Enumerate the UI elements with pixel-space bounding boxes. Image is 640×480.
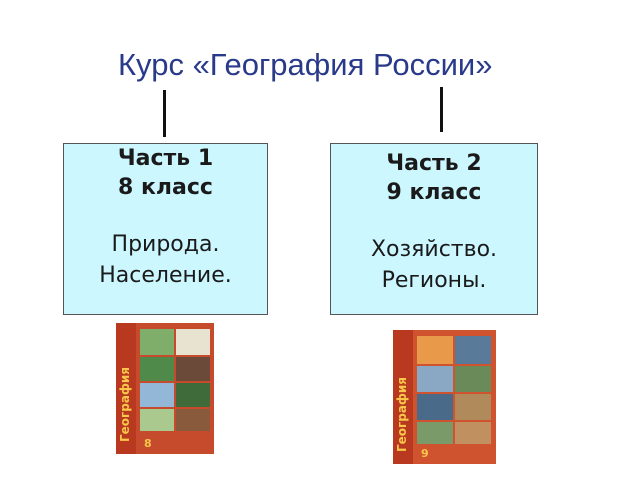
cover-photo	[176, 383, 210, 407]
cover-photo	[140, 329, 174, 355]
book-grade-mark: 9	[421, 447, 429, 460]
connector-right	[440, 87, 443, 132]
book-cover-grade-8: География 8	[116, 323, 214, 454]
cover-photo	[140, 357, 174, 381]
part-1-desc-line2: Население.	[99, 263, 232, 288]
part-1-desc-line1: Природа.	[111, 232, 220, 257]
cover-photo	[455, 336, 491, 364]
part-2-desc-line2: Регионы.	[381, 268, 487, 293]
cover-photo	[140, 409, 174, 431]
part-1-grade: 8 класс	[118, 175, 213, 200]
cover-photo	[417, 422, 453, 444]
book-cover-grade-9: География 9	[393, 330, 496, 464]
book-spine-title: География	[118, 366, 132, 442]
cover-photo	[176, 357, 210, 381]
book-spine-title: География	[395, 376, 409, 452]
book-spine	[116, 323, 136, 454]
cover-photo	[417, 336, 453, 364]
cover-photo	[455, 366, 491, 392]
page-title: Курс «География России»	[118, 47, 493, 82]
cover-photo	[455, 394, 491, 420]
cover-photo	[417, 394, 453, 420]
part-2-title: Часть 2	[386, 151, 482, 176]
cover-photo	[176, 409, 210, 431]
connector-left	[163, 90, 166, 137]
cover-photo	[455, 422, 491, 444]
cover-photo	[140, 383, 174, 407]
part-2-box: Часть 2 9 класс Хозяйство. Регионы.	[330, 143, 538, 315]
book-grade-mark: 8	[144, 437, 152, 450]
part-1-title: Часть 1	[117, 146, 214, 171]
part-2-grade: 9 класс	[386, 180, 482, 205]
cover-photo	[176, 329, 210, 355]
part-1-box: Часть 1 8 класс Природа. Население.	[63, 143, 268, 315]
book-spine	[393, 330, 413, 464]
part-2-desc-line1: Хозяйство.	[370, 237, 498, 262]
cover-photo	[417, 366, 453, 392]
